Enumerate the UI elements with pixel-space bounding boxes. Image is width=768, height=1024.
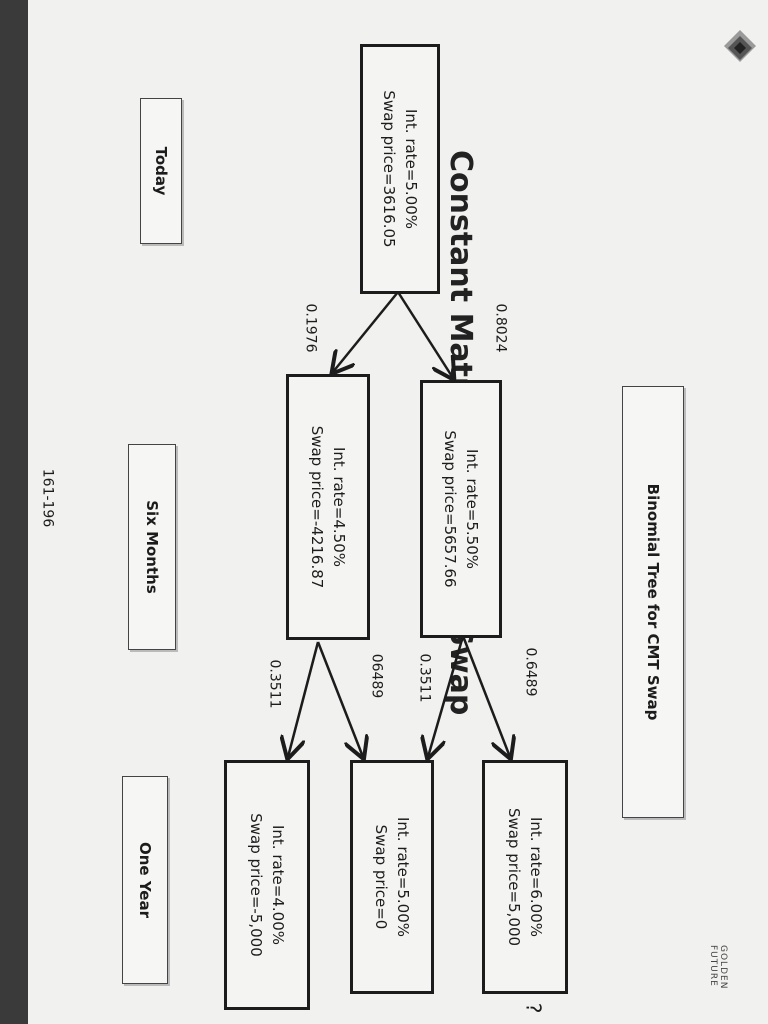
- arrow-root-up: [396, 291, 453, 378]
- prob-root-up: 0.8024: [492, 303, 509, 353]
- time-label-six-months: Six Months: [128, 444, 176, 650]
- node-up-price: Swap price=5657.66: [441, 430, 459, 588]
- node-down-price: Swap price=-4216.87: [308, 425, 326, 589]
- node-one-year-ud: Int. rate=5.00% Swap price=0: [350, 760, 434, 994]
- arrow-down-down: [288, 641, 320, 757]
- subtitle-box: Binomial Tree for CMT Swap: [622, 386, 684, 818]
- arrow-root-down: [333, 291, 399, 372]
- question-mark: ?: [521, 1002, 546, 1014]
- node-today: Int. rate=5.00% Swap price=3616.05: [360, 44, 440, 294]
- node-uu-price: Swap price=5,000: [505, 807, 523, 947]
- slide-page: Constant Maturity Treasury Swap Binomial…: [28, 0, 768, 1024]
- node-dd-rate: Int. rate=4.00%: [269, 824, 287, 946]
- prob-down-up: 06489: [368, 653, 385, 699]
- node-six-months-down: Int. rate=4.50% Swap price=-4216.87: [286, 374, 370, 640]
- prob-down-down: 0.3511: [266, 659, 283, 709]
- page-number: 161-196: [39, 468, 56, 528]
- node-dd-price: Swap price=-5,000: [247, 813, 265, 957]
- node-six-months-up: Int. rate=5.50% Swap price=5657.66: [420, 380, 502, 638]
- node-ud-price: Swap price=0: [372, 824, 390, 930]
- arrow-up-up: [461, 635, 510, 757]
- node-one-year-uu: Int. rate=6.00% Swap price=5,000: [482, 760, 568, 994]
- arrow-down-up: [316, 641, 363, 757]
- node-up-rate: Int. rate=5.50%: [463, 448, 481, 570]
- node-today-rate: Int. rate=5.00%: [402, 108, 420, 230]
- node-ud-rate: Int. rate=5.00%: [394, 816, 412, 938]
- node-one-year-dd: Int. rate=4.00% Swap price=-5,000: [224, 760, 310, 1010]
- prob-up-down: 0.3511: [416, 653, 433, 703]
- node-uu-rate: Int. rate=6.00%: [527, 816, 545, 938]
- diamond-logo-icon: [724, 30, 756, 62]
- tree-arrows: [28, 291, 768, 1024]
- prob-root-down: 0.1976: [302, 303, 319, 353]
- time-label-one-year: One Year: [122, 776, 168, 984]
- node-down-rate: Int. rate=4.50%: [330, 446, 348, 568]
- prob-up-up: 0.6489: [522, 647, 539, 697]
- node-today-price: Swap price=3616.05: [380, 90, 398, 248]
- arrow-up-down: [428, 635, 465, 757]
- time-label-today: Today: [140, 98, 182, 244]
